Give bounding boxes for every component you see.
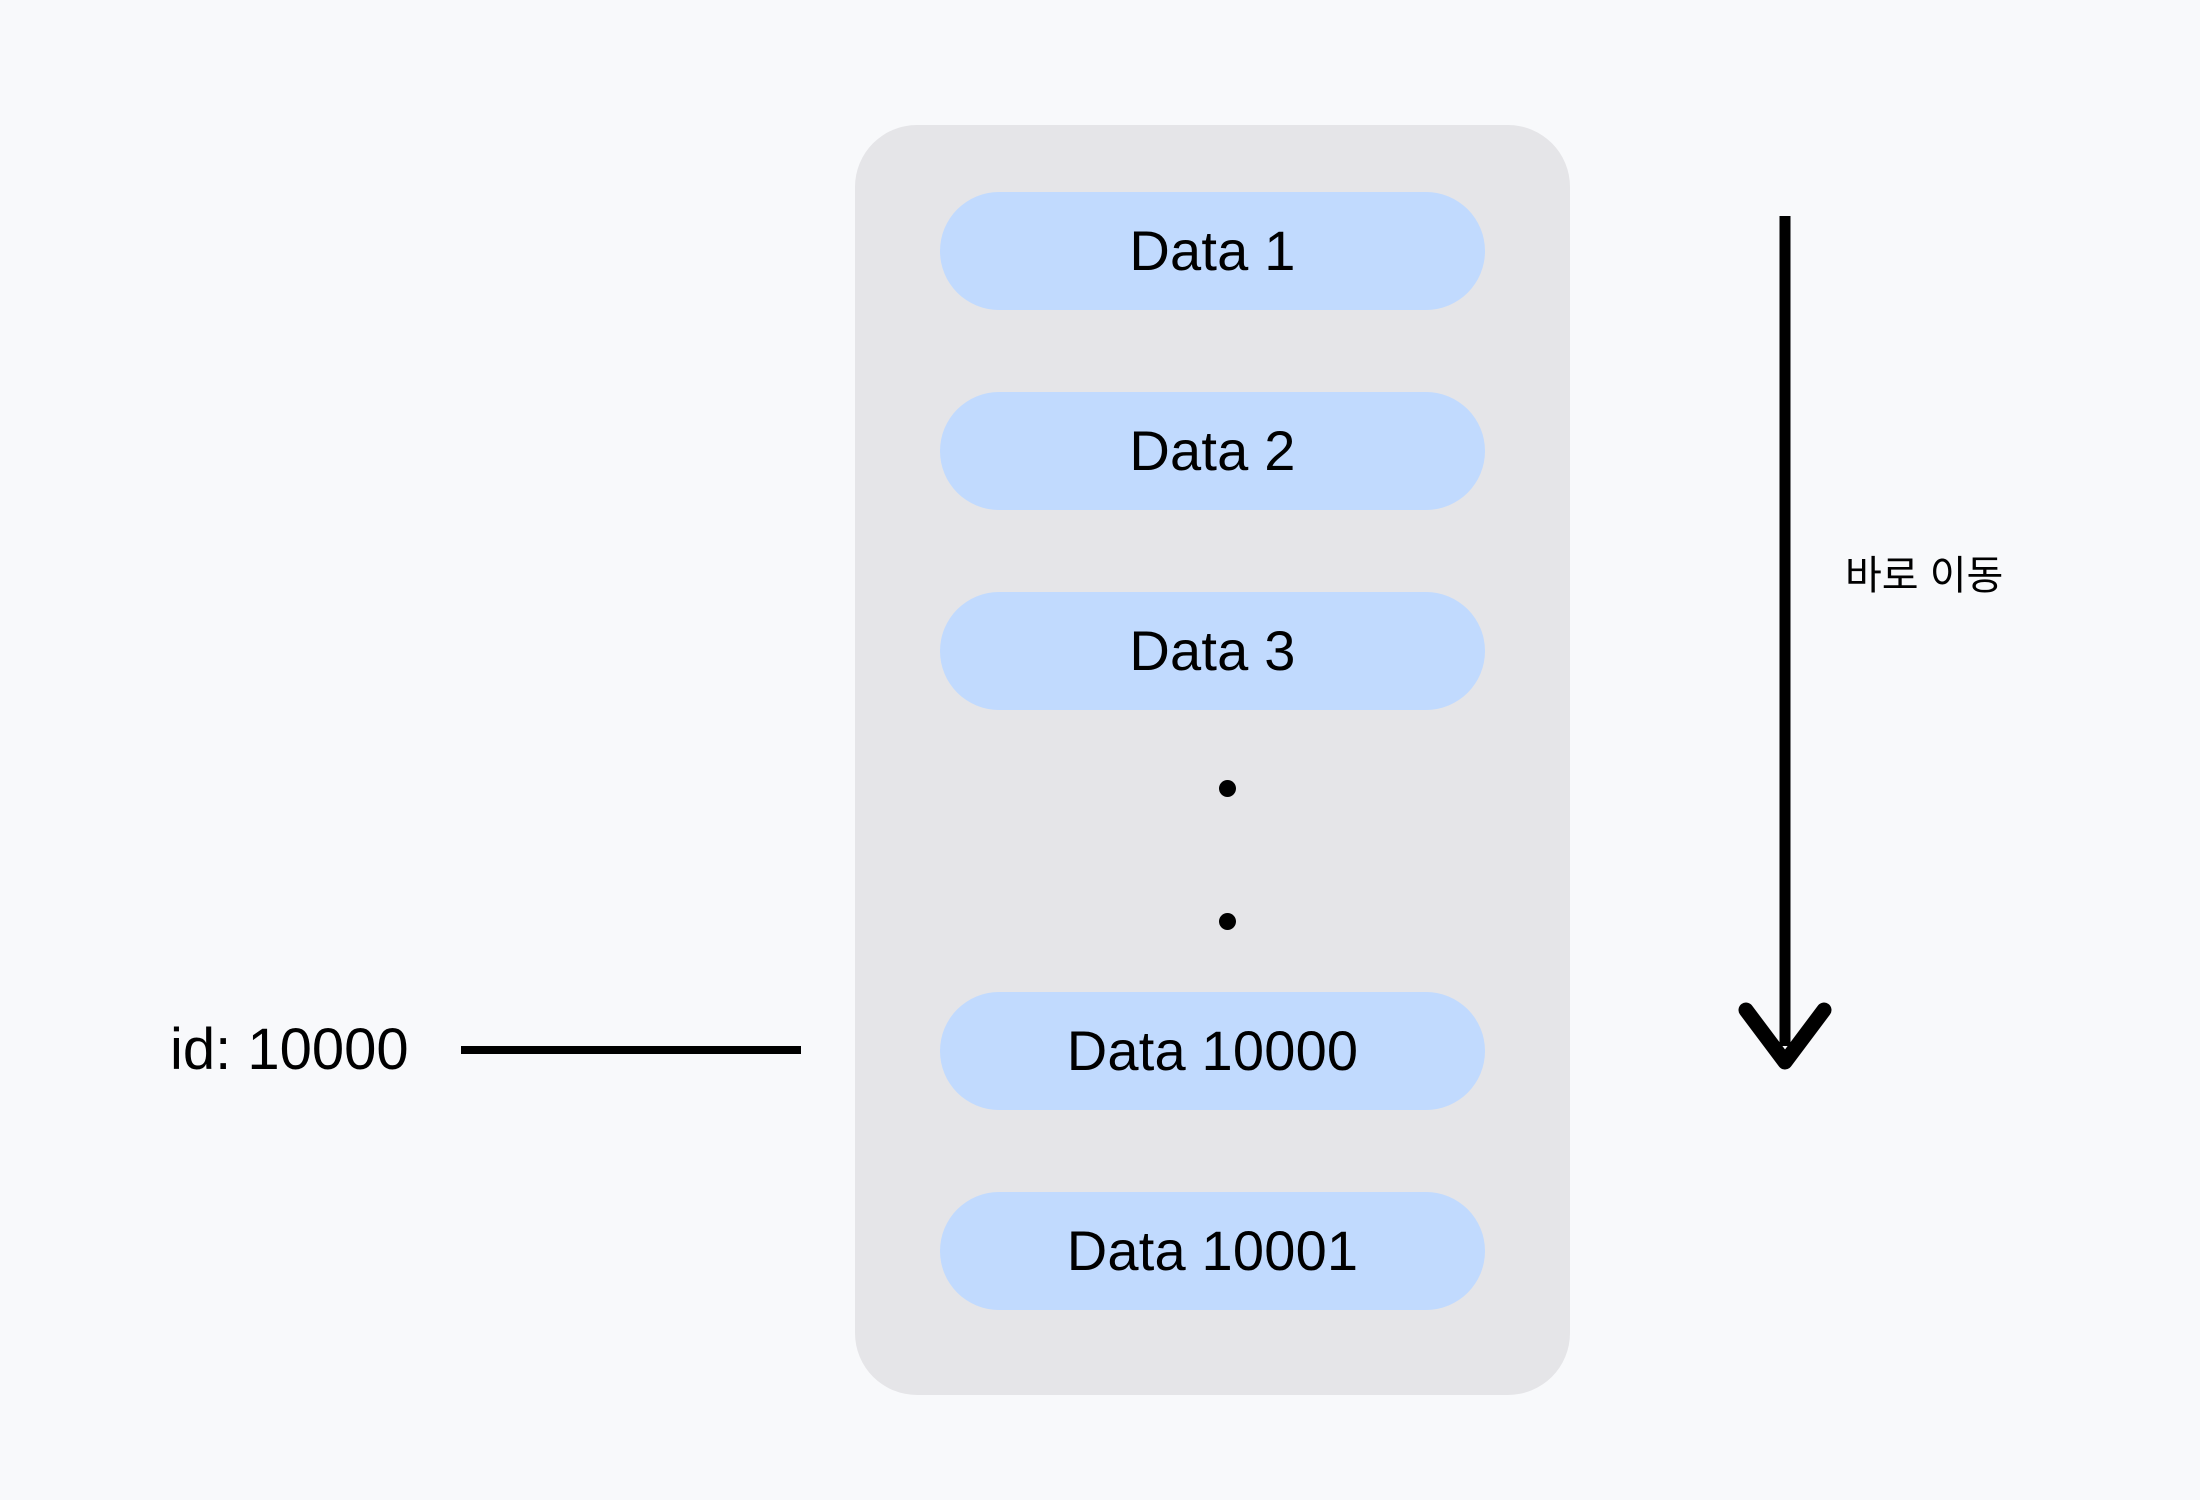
data-item-label: Data 10000 [1066, 1019, 1359, 1082]
id-callout-label: id: 10000 [170, 1017, 409, 1082]
data-item-pill[interactable]: Data 1 [940, 192, 1485, 310]
jump-arrow-icon [1738, 216, 1832, 1070]
ellipsis-dot [1219, 780, 1236, 797]
jump-arrow-label: 바로 이동 [1845, 554, 2004, 598]
data-item-pill-highlighted[interactable]: Data 10000 [940, 992, 1485, 1110]
id-callout-connector-line [460, 1046, 801, 1054]
data-store-container: Data 1 Data 2 Data 3 Data 10000 Data 100… [855, 125, 1570, 1395]
data-item-pill[interactable]: Data 10001 [940, 1192, 1485, 1310]
data-item-pill[interactable]: Data 3 [940, 592, 1485, 710]
data-item-pill[interactable]: Data 2 [940, 392, 1485, 510]
id-callout: id: 10000 [170, 990, 801, 1110]
data-item-label: Data 3 [1129, 619, 1296, 682]
data-item-label: Data 2 [1129, 419, 1296, 482]
vertical-ellipsis [855, 780, 1570, 930]
data-item-label: Data 10001 [1066, 1219, 1359, 1282]
ellipsis-dot [1219, 913, 1236, 930]
data-item-label: Data 1 [1129, 219, 1296, 282]
